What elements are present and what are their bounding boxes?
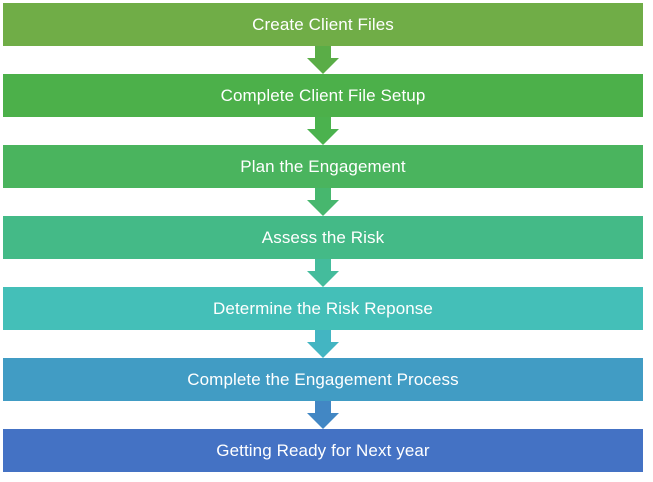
arrow-shape (307, 401, 339, 429)
arrow-shape (307, 188, 339, 216)
down-arrow-icon (307, 46, 339, 74)
down-arrow-icon (307, 259, 339, 287)
step-plan-the-engagement: Plan the Engagement (3, 145, 643, 188)
arrow-shape (307, 259, 339, 287)
step-label: Getting Ready for Next year (216, 440, 430, 460)
step-complete-the-engagement-process: Complete the Engagement Process (3, 358, 643, 401)
step-label: Plan the Engagement (240, 156, 406, 176)
step-determine-the-risk-reponse: Determine the Risk Reponse (3, 287, 643, 330)
step-getting-ready-for-next-year: Getting Ready for Next year (3, 429, 643, 472)
down-arrow-icon (307, 117, 339, 145)
arrow-shape (307, 46, 339, 74)
arrow-shape (307, 330, 339, 358)
step-complete-client-file-setup: Complete Client File Setup (3, 74, 643, 117)
step-label: Complete the Engagement Process (187, 369, 459, 389)
step-label: Complete Client File Setup (220, 85, 426, 105)
step-label: Determine the Risk Reponse (213, 298, 433, 318)
step-label: Assess the Risk (261, 227, 385, 247)
step-label: Create Client Files (252, 14, 394, 34)
step-create-client-files: Create Client Files (3, 3, 643, 46)
down-arrow-icon (307, 401, 339, 429)
arrow-shape (307, 117, 339, 145)
step-assess-the-risk: Assess the Risk (3, 216, 643, 259)
down-arrow-icon (307, 188, 339, 216)
down-arrow-icon (307, 330, 339, 358)
